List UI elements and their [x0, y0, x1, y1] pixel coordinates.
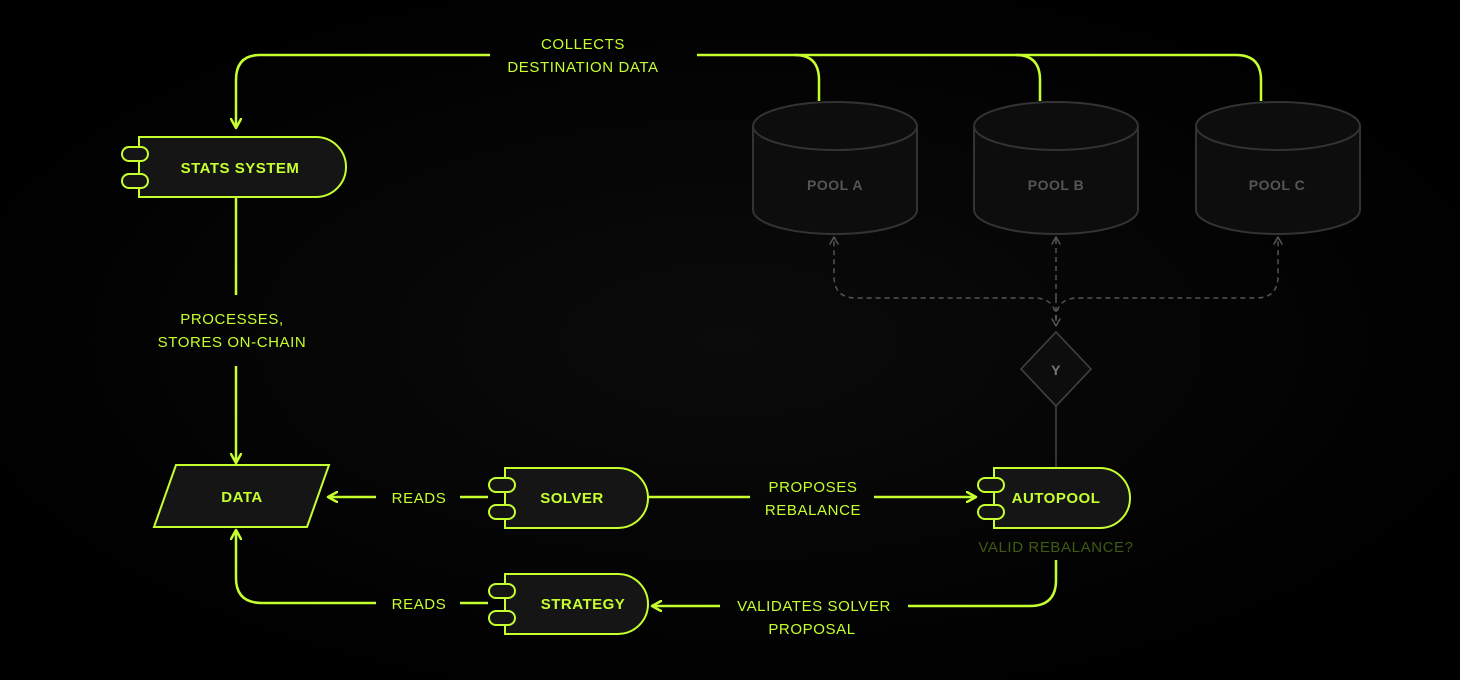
stats-system-node: STATS SYSTEM	[121, 136, 347, 198]
validates-label-line1: VALIDATES SOLVER	[737, 598, 891, 615]
data-shape	[152, 464, 331, 528]
edge-strategy-reads: READS	[236, 530, 488, 613]
edge-proposes: PROPOSES REBALANCE	[648, 479, 976, 519]
solver-node: SOLVER	[488, 467, 649, 529]
data-node: DATA	[152, 464, 331, 528]
processes-label-line2: STORES ON-CHAIN	[158, 334, 307, 351]
decision-diamond-label: Y	[1051, 362, 1061, 378]
edge-solver-reads: READS	[328, 490, 488, 507]
collects-label-line2: DESTINATION DATA	[507, 59, 658, 76]
dashed-to-pool-a	[829, 236, 1057, 321]
pool-b: POOL B	[973, 101, 1139, 235]
pool-b-body	[973, 126, 1139, 235]
dashed-to-pool-c	[1055, 236, 1283, 321]
strategy-port-bottom	[488, 610, 516, 626]
pool-a-top	[752, 101, 918, 151]
strategy-label: STRATEGY	[541, 596, 626, 613]
stats-system-port-top	[121, 146, 149, 162]
solver-label: SOLVER	[540, 490, 604, 507]
proposes-label-line2: REBALANCE	[765, 502, 861, 519]
strategy-node: STRATEGY	[488, 573, 649, 635]
autopool-port-top	[977, 477, 1005, 493]
pool-a: POOL A	[752, 101, 918, 235]
strategy-port-top	[488, 583, 516, 599]
edge-collects: COLLECTS DESTINATION DATA	[236, 36, 1263, 128]
valid-rebalance-label: VALID REBALANCE?	[978, 539, 1133, 556]
edge-processes: PROCESSES, STORES ON-CHAIN	[158, 197, 307, 463]
validates-label-line2: PROPOSAL	[768, 621, 855, 638]
pool-c-body	[1195, 126, 1361, 235]
edge-decision-pools	[829, 236, 1283, 327]
solver-port-top	[488, 477, 516, 493]
collects-line-right	[697, 53, 1263, 101]
strategy-shape	[504, 573, 649, 635]
solver-shape	[504, 467, 649, 529]
pool-b-top	[973, 101, 1139, 151]
solver-port-bottom	[488, 504, 516, 520]
collects-branch-pool-b	[1015, 53, 1042, 101]
autopool-label: AUTOPOOL	[1012, 490, 1101, 507]
stats-system-shape	[138, 136, 347, 198]
strategy-reads-line-left	[236, 530, 376, 605]
pool-a-label: POOL A	[807, 177, 863, 193]
pool-c-label: POOL C	[1249, 177, 1305, 193]
collects-label-line1: COLLECTS	[541, 36, 625, 53]
decision-diamond: Y	[1019, 330, 1093, 408]
pool-c-top	[1195, 101, 1361, 151]
autopool-port-bottom	[977, 504, 1005, 520]
processes-label-line1: PROCESSES,	[180, 311, 284, 328]
strategy-reads-label: READS	[392, 596, 447, 613]
proposes-label-line1: PROPOSES	[769, 479, 858, 496]
data-label: DATA	[221, 489, 262, 506]
autopool-shape	[993, 467, 1131, 529]
pool-a-body	[752, 126, 918, 235]
validates-line-right	[908, 560, 1058, 608]
stats-system-port-bottom	[121, 173, 149, 189]
autopool-node: AUTOPOOL	[977, 467, 1131, 529]
stats-system-label: STATS SYSTEM	[181, 160, 300, 177]
collects-branch-pool-a	[794, 53, 821, 101]
collects-line-left	[236, 53, 490, 128]
edge-validates: VALIDATES SOLVER PROPOSAL	[652, 560, 1058, 638]
decision-diamond-shape	[1019, 330, 1093, 408]
pool-c: POOL C	[1195, 101, 1361, 235]
solver-reads-label: READS	[392, 490, 447, 507]
pool-b-label: POOL B	[1028, 177, 1084, 193]
